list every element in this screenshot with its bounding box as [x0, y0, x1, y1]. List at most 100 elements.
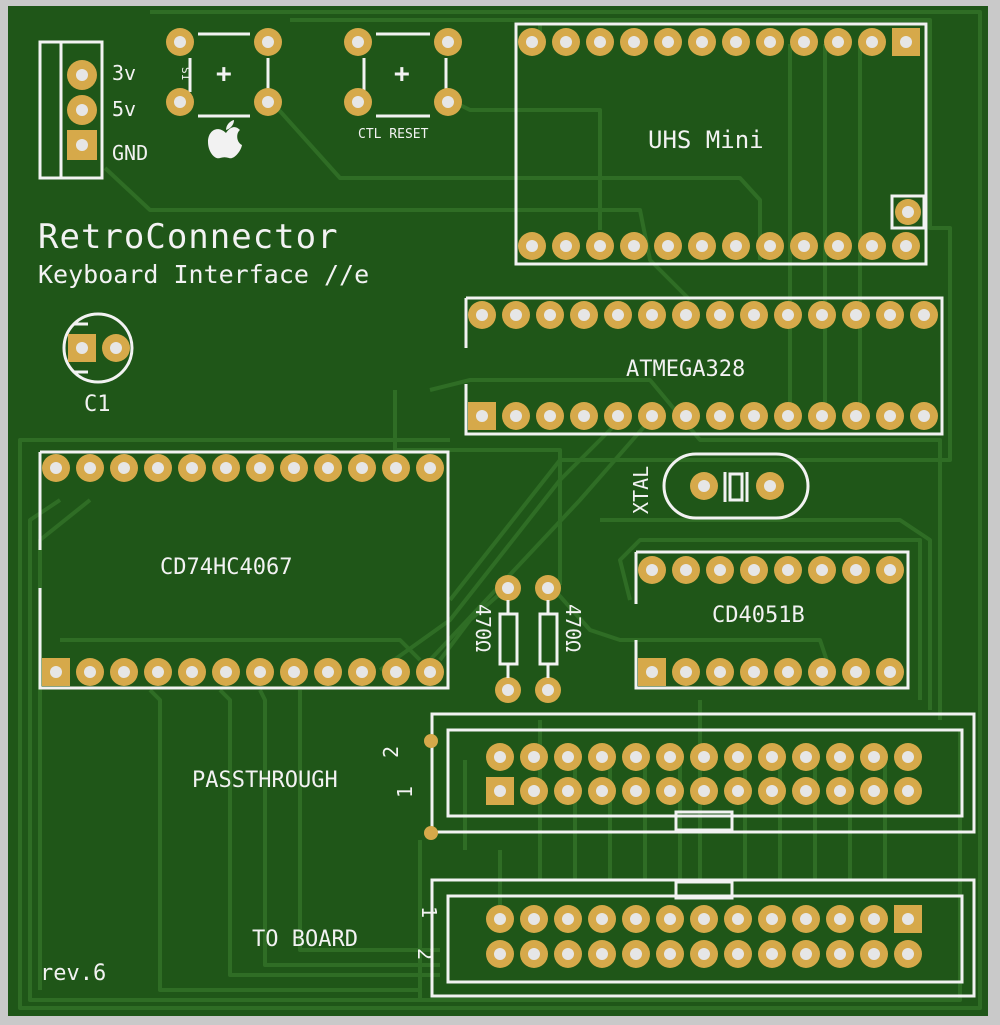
apple-key-switch: + S1	[166, 28, 282, 159]
passthrough-top-pin-drill	[630, 751, 642, 763]
to-board-top-pin-drill	[902, 913, 914, 925]
mux-bottom-pin-drill	[152, 666, 164, 678]
uhs-bottom-pin-drill	[560, 240, 572, 252]
mux-label: CD74HC4067	[160, 555, 292, 580]
passthrough-bottom-pin-drill	[596, 785, 608, 797]
mcu-bottom-pin-drill	[510, 410, 522, 422]
demux-bottom-pin-drill	[884, 666, 896, 678]
to-board-connector: TO BOARD 1 2	[252, 878, 976, 998]
mcu-top-pin-drill	[816, 309, 828, 321]
mcu-top-pin-drill	[680, 309, 692, 321]
cd4051b-chip: CD4051B	[634, 550, 910, 690]
reset-switch-symbol: +	[394, 59, 410, 89]
demux-top-pin-drill	[816, 564, 828, 576]
mcu-bottom-pin-drill	[918, 410, 930, 422]
passthrough-top-pin-drill	[834, 751, 846, 763]
to-board-top-pin-drill	[528, 913, 540, 925]
passthrough-pin-2: 2	[379, 746, 403, 758]
mux-bottom-pin-drill	[118, 666, 130, 678]
to-board-pin-2: 2	[413, 948, 437, 960]
uhs-mini-module: UHS Mini	[514, 22, 928, 266]
uhs-top-pin-drill	[526, 36, 538, 48]
apple-switch-symbol: +	[216, 59, 232, 89]
to-board-top-pin-drill	[562, 913, 574, 925]
passthrough-pin-1: 1	[393, 786, 417, 798]
mux-bottom-pin-drill	[50, 666, 62, 678]
mcu-bottom-pin-drill	[748, 410, 760, 422]
passthrough-top-pin-drill	[596, 751, 608, 763]
to-board-bottom-pin-drill	[698, 948, 710, 960]
to-board-bottom-pin-drill	[834, 948, 846, 960]
crystal-label: XTAL	[629, 466, 653, 514]
resistor-r1: 470Ω	[471, 575, 521, 703]
to-board-top-pin-drill	[868, 913, 880, 925]
passthrough-bottom-pin-drill	[732, 785, 744, 797]
mux-top-pin-drill	[322, 462, 334, 474]
mux-bottom-pin-drill	[220, 666, 232, 678]
mux-top-pin-drill	[84, 462, 96, 474]
to-board-top-pin-drill	[596, 913, 608, 925]
revision-label: rev.6	[40, 961, 106, 986]
to-board-bottom-pin-drill	[766, 948, 778, 960]
mcu-bottom-pin-drill	[714, 410, 726, 422]
passthrough-top-pin-drill	[698, 751, 710, 763]
passthrough-top-pin-drill	[766, 751, 778, 763]
demux-top-pin-drill	[782, 564, 794, 576]
mcu-bottom-pin-drill	[884, 410, 896, 422]
passthrough-top-pin-drill	[494, 751, 506, 763]
reset-switch-label: CTL RESET	[358, 127, 429, 142]
passthrough-bottom-pin-drill	[698, 785, 710, 797]
to-board-top-pin-drill	[800, 913, 812, 925]
uhs-bottom-pin-drill	[696, 240, 708, 252]
cd74hc4067-chip: CD74HC4067	[38, 450, 450, 690]
passthrough-bottom-pin-drill	[528, 785, 540, 797]
resistor-2-label: 470Ω	[561, 604, 585, 652]
to-board-pin-1: 1	[417, 906, 441, 918]
uhs-bottom-pin-drill	[730, 240, 742, 252]
uhs-top-pin-drill	[662, 36, 674, 48]
mux-bottom-pin-drill	[322, 666, 334, 678]
mux-bottom-pin-drill	[84, 666, 96, 678]
mcu-top-pin-drill	[748, 309, 760, 321]
mcu-bottom-pin-drill	[612, 410, 624, 422]
mux-top-pin-drill	[390, 462, 402, 474]
mux-top-pin-drill	[288, 462, 300, 474]
uhs-top-pin-drill	[730, 36, 742, 48]
demux-top-pin-drill	[714, 564, 726, 576]
uhs-top-pin-drill	[696, 36, 708, 48]
mux-top-pin-drill	[118, 462, 130, 474]
capacitor-label: C1	[84, 392, 111, 417]
passthrough-bottom-pin-drill	[834, 785, 846, 797]
apple-logo-icon	[208, 120, 242, 159]
uhs-bottom-pin-drill	[594, 240, 606, 252]
to-board-bottom-pin-drill	[868, 948, 880, 960]
mux-top-pin-drill	[254, 462, 266, 474]
to-board-top-pin-drill	[664, 913, 676, 925]
uhs-bottom-pin-drill	[628, 240, 640, 252]
mcu-top-pin-drill	[782, 309, 794, 321]
to-board-bottom-pin-drill	[596, 948, 608, 960]
mcu-top-pin-drill	[918, 309, 930, 321]
demux-top-pin-drill	[646, 564, 658, 576]
mcu-bottom-pin-drill	[850, 410, 862, 422]
uhs-top-pin-drill	[560, 36, 572, 48]
mcu-bottom-pin-drill	[816, 410, 828, 422]
uhs-label: UHS Mini	[648, 126, 764, 154]
power-label-5v: 5v	[112, 97, 136, 121]
passthrough-bottom-pin-drill	[902, 785, 914, 797]
mcu-bottom-pin-drill	[578, 410, 590, 422]
passthrough-bottom-pin-drill	[868, 785, 880, 797]
to-board-bottom-pin-drill	[902, 948, 914, 960]
uhs-top-pin-drill	[900, 36, 912, 48]
to-board-bottom-pin-drill	[528, 948, 540, 960]
uhs-top-pin-drill	[594, 36, 606, 48]
passthrough-connector: PASSTHROUGH 2 1	[192, 712, 976, 840]
passthrough-top-pin-drill	[528, 751, 540, 763]
passthrough-bottom-pin-drill	[800, 785, 812, 797]
mcu-bottom-pin-drill	[476, 410, 488, 422]
mcu-top-pin-drill	[578, 309, 590, 321]
mux-bottom-pin-drill	[288, 666, 300, 678]
mux-bottom-pin-drill	[424, 666, 436, 678]
demux-top-pin-drill	[884, 564, 896, 576]
